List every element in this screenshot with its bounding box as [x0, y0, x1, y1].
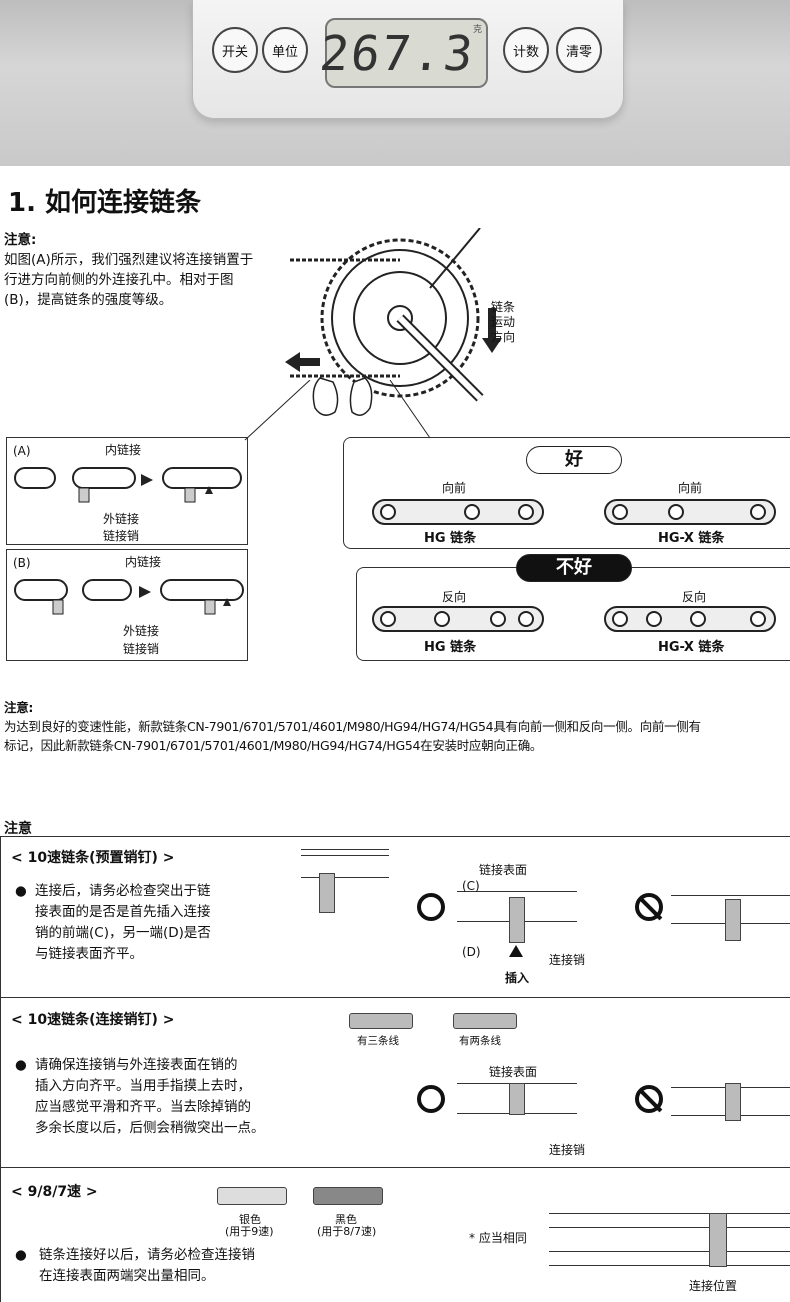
bad-name2: HG-X 链条: [658, 640, 725, 655]
section3-text: 链条连接好以后，请务必检查连接销 在连接表面两端突出量相同。: [39, 1247, 255, 1284]
pin-drawing: [509, 1083, 525, 1115]
three-line-pin: [349, 1013, 413, 1029]
silver-pin: [217, 1187, 287, 1205]
pin-drawing: [709, 1213, 727, 1267]
section2-surface-label: 链接表面: [489, 1065, 538, 1079]
section1-title: < 10速链条(预置销钉) >: [11, 850, 175, 866]
scale-count-button: 计数: [503, 27, 549, 73]
section1-insert-label: 插入: [505, 971, 530, 985]
good-dir2: 向前: [678, 481, 703, 495]
section3-pos-label: 连接位置: [689, 1279, 738, 1293]
insert-arrow-icon: [509, 945, 523, 957]
caution-label: 注意: [4, 821, 32, 837]
note2: 注意: 为达到良好的变速性能，新款链条CN-7901/6701/5701/460…: [4, 698, 701, 755]
note2-line: 为达到良好的变速性能，新款链条CN-7901/6701/5701/4601/M9…: [4, 719, 701, 734]
section1-pin-label: 连接销: [549, 953, 586, 967]
divider: [1, 997, 790, 998]
hgx-chain-good: [604, 499, 776, 525]
scale-photo: 开关 单位 克 267.3 计数 清零: [0, 0, 790, 166]
diagram-a-tag: (A): [13, 444, 31, 458]
note1: 注意: 如图(A)所示，我们强烈建议将连接销置于 行进方向前侧的外连接孔中。相对…: [4, 230, 279, 310]
ok-mark: [417, 893, 445, 921]
scale-value: 267.3: [316, 26, 477, 82]
note1-line: (B)，提高链条的强度等级。: [4, 292, 173, 308]
divider: [1, 1167, 790, 1168]
section1-bullet: ●: [15, 883, 27, 899]
page-title: 1. 如何连接链条: [8, 188, 202, 218]
note2-line: 标记，因此新款链条CN-7901/6701/5701/4601/M980/HG9…: [4, 738, 543, 753]
pin-drawing: [509, 897, 525, 943]
leader-lines: [244, 380, 431, 441]
section2-title: < 10速链条(连接销钉) >: [11, 1012, 175, 1028]
pin-drawing: [725, 899, 741, 941]
good-name1: HG 链条: [424, 531, 477, 546]
bad-title: 不好: [516, 554, 632, 582]
hg-chain-good: [372, 499, 544, 525]
section2-text: 请确保连接销与外连接表面在销的 插入方向齐平。当用手指摸上去时， 应当感觉平滑和…: [35, 1057, 265, 1136]
note2-label: 注意:: [4, 700, 34, 715]
chain-link-drawing: [14, 467, 242, 503]
no-mark: [635, 1085, 663, 1113]
bad-dir1: 反向: [442, 590, 467, 604]
two-line-pin: [453, 1013, 517, 1029]
ok-mark: [417, 1085, 445, 1113]
section1-d-label: (D): [462, 945, 481, 959]
good-panel: [343, 437, 790, 549]
section3-black-label: 黑色: [335, 1213, 357, 1226]
chain-link-drawing: [14, 579, 244, 615]
chain-direction-label: 链条 运动 方向: [491, 300, 516, 344]
pin-drawing: [725, 1083, 741, 1121]
diagram-b-tag: (B): [13, 556, 31, 570]
preset-pin: [319, 873, 335, 913]
section2-pin-label: 连接销: [549, 1143, 586, 1157]
diagram-a-inner-label: 内链接: [105, 443, 142, 457]
good-title: 好: [526, 446, 622, 474]
diagram-b: (B) 内链接 外链接 链接销: [6, 549, 248, 661]
section2-bullet: ●: [15, 1057, 27, 1073]
section3-same-label: * 应当相同: [469, 1231, 527, 1245]
caution-table: < 10速链条(预置销钉) > ● 连接后，请务必检查突出于链 接表面的是否是首…: [0, 836, 790, 1302]
section3-title: < 9/8/7速 >: [11, 1184, 98, 1200]
section3-silver-label: 银色: [239, 1213, 261, 1226]
scale-unit: 克: [472, 25, 482, 35]
section3-bullet: ●: [15, 1247, 27, 1263]
section1-surface-label: 链接表面: [479, 863, 528, 877]
bad-dir2: 反向: [682, 590, 707, 604]
black-pin: [313, 1187, 383, 1205]
crankset-illustration: [285, 228, 502, 416]
scale-zero-button: 清零: [556, 27, 602, 73]
good-name2: HG-X 链条: [658, 531, 725, 546]
diagram-a: (A) 内链接 外链接 链接销: [6, 437, 248, 545]
hgx-chain-bad: [604, 606, 776, 632]
diagram-a-outer-label: 外链接: [103, 512, 140, 526]
section1-c-label: (C): [462, 879, 480, 893]
note1-line: 行进方向前侧的外连接孔中。相对于图: [4, 272, 234, 288]
diagram-b-inner-label: 内链接: [125, 555, 162, 569]
good-dir1: 向前: [442, 481, 467, 495]
note1-line: 如图(A)所示，我们强烈建议将连接销置于: [4, 252, 254, 268]
diagram-b-outer-label: 外链接: [123, 624, 160, 638]
scale-power-button: 开关: [212, 27, 258, 73]
section2-three-label: 有三条线: [357, 1035, 399, 1047]
diagram-b-pin-label: 链接销: [123, 642, 160, 656]
scale-unit-button: 单位: [262, 27, 308, 73]
no-mark: [635, 893, 663, 921]
scale-display: 克 267.3: [317, 18, 488, 88]
section3-silver-sub: (用于9速): [225, 1225, 274, 1238]
hg-chain-bad: [372, 606, 544, 632]
section3-black-sub: (用于8/7速): [317, 1225, 377, 1238]
note1-label: 注意:: [4, 232, 37, 248]
section2-two-label: 有两条线: [459, 1035, 501, 1047]
diagram-a-pin-label: 链接销: [103, 529, 140, 543]
bad-name1: HG 链条: [424, 640, 477, 655]
section1-text: 连接后，请务必检查突出于链 接表面的是否是首先插入连接 销的前端(C)，另一端(…: [35, 883, 211, 962]
